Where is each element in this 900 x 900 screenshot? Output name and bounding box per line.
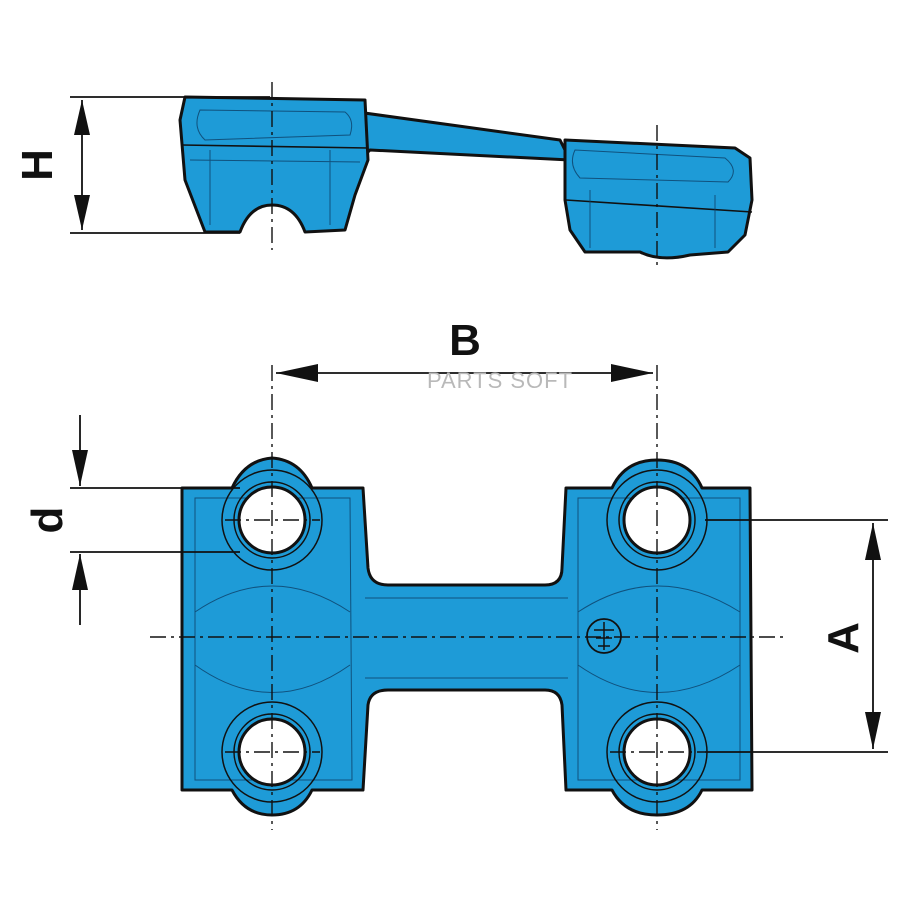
side-view-left-pad	[196, 109, 353, 141]
top-view-right-contour	[577, 497, 741, 781]
side-view-left-seam	[181, 144, 369, 149]
height-dimension	[70, 96, 270, 234]
offset-dimension	[705, 519, 888, 753]
side-view	[178, 82, 754, 265]
watermark: PARTS SOFT	[427, 368, 573, 393]
hole-diameter-dimension	[70, 415, 240, 625]
height-label: H	[13, 149, 62, 181]
side-view-left-detail	[189, 150, 361, 225]
top-view-bridge-contour	[365, 597, 568, 679]
top-view-body	[180, 456, 754, 817]
side-view-left-block	[178, 95, 370, 234]
top-view	[150, 365, 785, 830]
offset-label: A	[819, 622, 868, 654]
side-view-right-pad	[571, 149, 734, 183]
side-view-right-seam	[565, 199, 753, 213]
spacing-dimension	[276, 364, 653, 382]
hole-diameter-label: d	[23, 507, 72, 534]
manufacturer-stamp-icon	[586, 618, 622, 654]
spacing-label: B	[449, 316, 481, 365]
side-view-right-detail	[589, 190, 716, 248]
